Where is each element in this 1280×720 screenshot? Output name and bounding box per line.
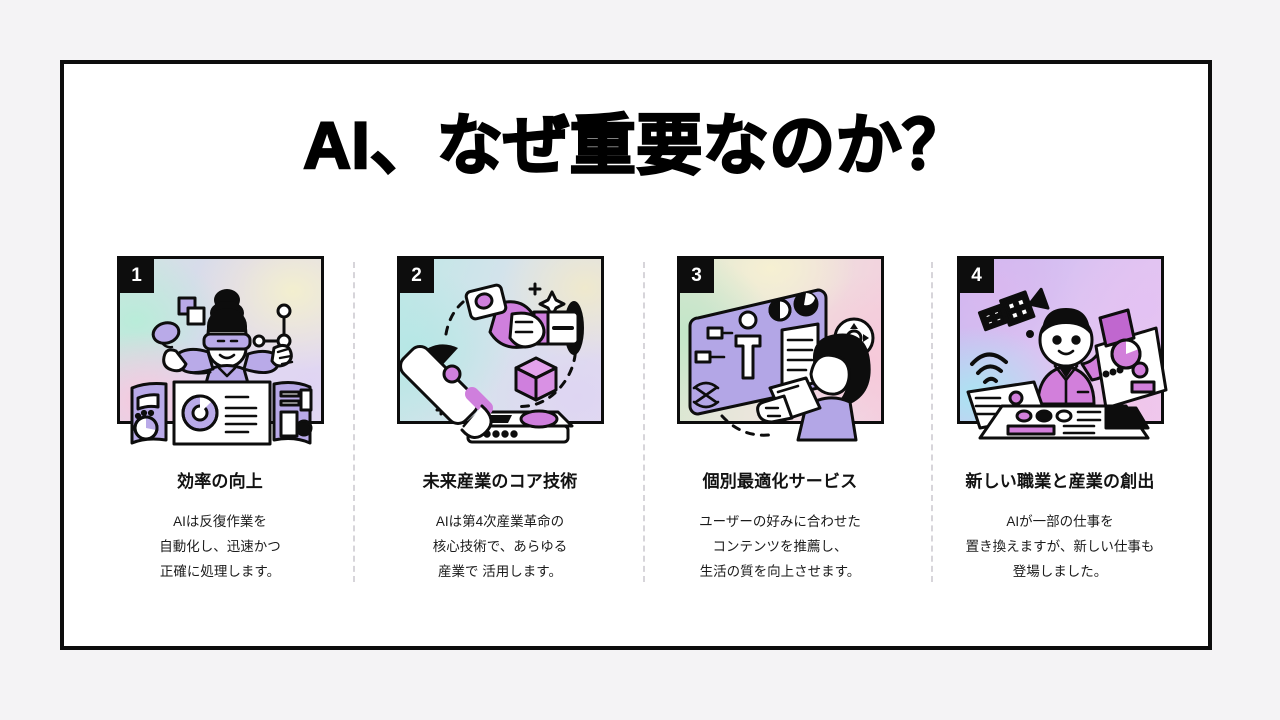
- card-figure-1: 1: [116, 256, 324, 446]
- feature-card-4[interactable]: 4 新しい職業と産業の創出 AIが一部の仕事を 置き換えますが、新しい仕事も 登…: [920, 256, 1200, 584]
- card-body-1: AIは反復作業を 自動化し、迅速かつ 正確に処理します。: [159, 509, 281, 584]
- card-body-3: ユーザーの好みに合わせた コンテンツを推薦し、 生活の質を向上させます。: [699, 509, 861, 584]
- feature-card-1[interactable]: 1 効率の向上 AIは反復作業を 自動化し、迅速かつ 正確に処理します。: [80, 256, 360, 584]
- feature-card-2[interactable]: 2 未来産業のコア技術 AIは第4次産業革命の 核心技術で、あらゆる 産業で 活…: [360, 256, 640, 584]
- card-number-badge-2: 2: [399, 259, 434, 293]
- card-title-1: 効率の向上: [177, 472, 263, 491]
- card-divider-3: [931, 262, 933, 582]
- card-title-3: 個別最適化サービス: [702, 472, 858, 491]
- card-body-2: AIは第4次産業革命の 核心技術で、あらゆる 産業で 活用します。: [433, 509, 567, 584]
- card-body-4: AIが一部の仕事を 置き換えますが、新しい仕事も 登場しました。: [966, 509, 1155, 584]
- card-body-line: 自動化し、迅速かつ: [159, 539, 281, 554]
- card-figure-2: 2: [396, 256, 604, 444]
- card-figure-3: 3: [676, 256, 884, 442]
- card-number-badge-1: 1: [119, 259, 154, 293]
- page-title: AI、なぜ重要なのか？: [302, 108, 969, 183]
- card-body-line: AIが一部の仕事を: [1006, 514, 1114, 529]
- card-body-line: 核心技術で、あらゆる: [432, 539, 568, 554]
- feature-cards-row: 1 効率の向上 AIは反復作業を 自動化し、迅速かつ 正確に処理します。: [80, 256, 1200, 596]
- card-body-line: 産業で 活用します。: [438, 564, 562, 579]
- card-body-line: ユーザーの好みに合わせた: [699, 514, 861, 529]
- card-divider-1: [353, 262, 355, 582]
- card-body-line: 置き換えますが、新しい仕事も: [965, 539, 1155, 554]
- card-body-line: AIは第4次産業革命の: [435, 514, 565, 529]
- slide-frame: AI、なぜ重要なのか？: [60, 60, 1212, 650]
- card-body-line: 生活の質を向上させます。: [699, 564, 861, 579]
- card-body-line: コンテンツを推薦し、: [712, 539, 848, 554]
- card-body-line: 正確に処理します。: [159, 564, 281, 579]
- card-body-line: AIは反復作業を: [173, 514, 267, 529]
- card-number-badge-3: 3: [679, 259, 714, 293]
- card-number-badge-4: 4: [959, 259, 994, 293]
- card-title-2: 未来産業のコア技術: [422, 472, 578, 491]
- feature-card-3[interactable]: 3 個別最適化サービス ユーザーの好みに合わせた コンテンツを推薦し、 生活の質…: [640, 256, 920, 584]
- card-figure-4: 4: [956, 256, 1167, 440]
- card-title-4: 新しい職業と産業の創出: [965, 472, 1155, 491]
- card-body-line: 登場しました。: [1012, 564, 1108, 579]
- card-divider-2: [643, 262, 645, 582]
